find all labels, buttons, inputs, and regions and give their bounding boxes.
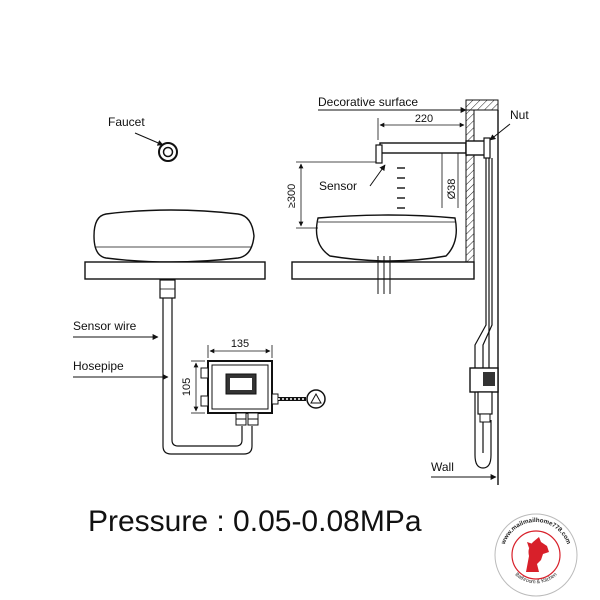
countertop-side bbox=[291, 261, 475, 280]
hose-run bbox=[162, 298, 253, 455]
dim-220-label: 220 bbox=[415, 113, 433, 125]
dim-135-label: 135 bbox=[231, 338, 249, 350]
faucet-leader bbox=[134, 132, 164, 146]
horse-head-icon bbox=[526, 537, 549, 572]
pressure-rating: Pressure : 0.05-0.08MPa bbox=[88, 505, 422, 538]
dim-300-label: ≥300 bbox=[286, 184, 298, 208]
water-stream bbox=[397, 167, 405, 209]
sensor-wire-label: Sensor wire bbox=[73, 319, 137, 333]
dim-105 bbox=[191, 360, 205, 414]
wall bbox=[465, 99, 499, 111]
basin-front bbox=[93, 209, 255, 263]
nut-label: Nut bbox=[510, 108, 529, 122]
dim-38 bbox=[441, 153, 459, 208]
faucet-label: Faucet bbox=[108, 115, 145, 129]
decorative-surface-label: Decorative surface bbox=[318, 95, 418, 109]
inlet-hose bbox=[278, 389, 326, 409]
dim-38-label: Ø38 bbox=[446, 179, 458, 200]
spout bbox=[375, 137, 491, 164]
dim-105-label: 105 bbox=[181, 378, 193, 396]
dim-135 bbox=[207, 345, 273, 358]
dim-300 bbox=[296, 161, 376, 229]
basin-side bbox=[315, 214, 458, 262]
dim-220 bbox=[377, 118, 467, 140]
hosepipe-label: Hosepipe bbox=[73, 359, 124, 373]
wall-label: Wall bbox=[431, 460, 454, 474]
brand-logo: www.mailmailhome778.com Bathroom & Kitch… bbox=[494, 513, 578, 597]
wall-control-box bbox=[469, 367, 499, 423]
control-box bbox=[200, 360, 279, 426]
countertop-front bbox=[84, 261, 266, 280]
faucet-icon bbox=[158, 142, 178, 162]
drain bbox=[377, 256, 391, 294]
sensor-label: Sensor bbox=[319, 179, 357, 193]
